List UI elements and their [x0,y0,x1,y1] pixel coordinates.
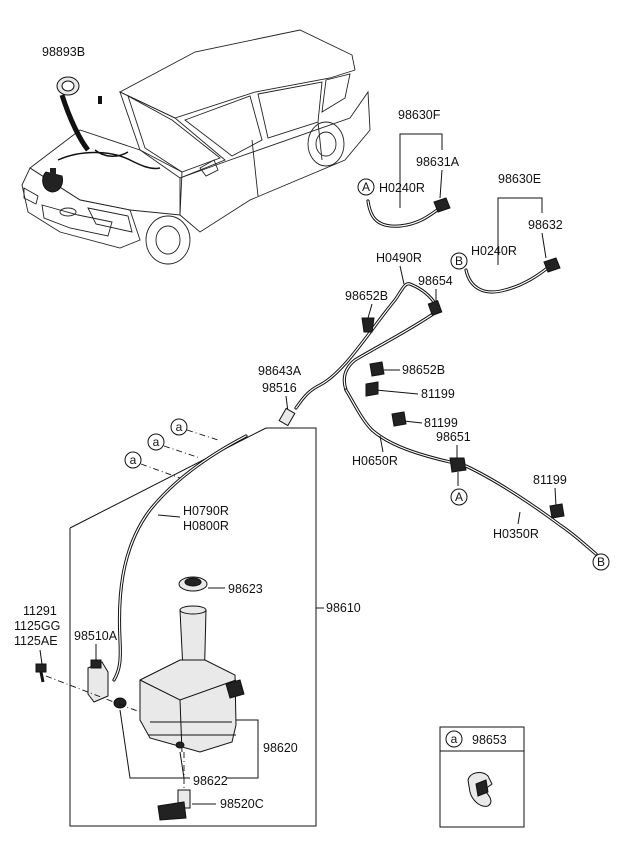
pump-98510a [87,659,109,703]
label-98654: 98654 [418,274,453,288]
label-98610: 98610 [326,601,361,615]
label-81199-3: 81199 [533,473,567,487]
bolt-11291 [35,663,47,683]
label-11291: 11291 [23,604,57,618]
legend-box: a 98653 [439,726,525,828]
svg-text:a: a [176,420,183,434]
callout-a-lower: A [450,488,468,506]
hose-h0490r [294,282,438,410]
check-valve-98516 [278,407,296,427]
hose-h0650r [344,388,452,464]
legend-callout-a [445,730,463,748]
clip-98652b-top [361,317,375,333]
label-98510a: 98510A [74,629,118,643]
hose-h0350r [464,464,598,556]
clip-81199-2 [391,411,407,427]
nozzle-98631a [433,197,451,213]
sensor-98520c [157,789,191,821]
label-98620: 98620 [263,741,298,755]
label-98652b-mid: 98652B [402,363,445,377]
cap-98623 [178,576,208,592]
clip-81199-1 [365,381,379,397]
hose-h0790r [112,434,248,682]
svg-text:A: A [455,490,463,504]
svg-text:B: B [597,555,605,569]
label-81199-2: 81199 [424,416,458,430]
callout-b-lower: B [592,553,610,571]
label-98516: 98516 [262,381,297,395]
label-98630e: 98630E [498,172,541,186]
grommet-98893b [56,76,80,96]
label-1125ae: 1125AE [14,634,58,648]
leader-98630e [497,197,543,265]
label-98632: 98632 [528,218,563,232]
joint-98654 [427,300,443,316]
label-h0490r: H0490R [376,251,422,265]
label-h0790r: H0790R [183,504,229,518]
callout-a-1: a [170,418,188,436]
clip-81199-3 [549,503,565,519]
label-98622: 98622 [193,774,228,788]
nozzle-98632 [543,257,561,273]
label-98520c: 98520C [220,797,264,811]
callout-a-2: a [147,433,165,451]
callout-a-upper: A [357,178,375,196]
label-98643a: 98643A [258,364,302,378]
callout-a-3: a [124,451,142,469]
svg-text:B: B [455,254,463,268]
label-98623: 98623 [228,582,263,596]
label-1125gg: 1125GG [14,619,60,633]
reservoir-98620 [139,605,245,753]
assembly-box-98610 [69,427,317,827]
hose-h0240r-top [366,199,442,228]
car-illustration [21,29,371,265]
label-h0800r: H0800R [183,519,229,533]
label-h0350r: H0350R [493,527,539,541]
svg-text:a: a [451,732,458,746]
svg-text:a: a [130,453,137,467]
clip-98653 [467,772,493,807]
label-98653: 98653 [472,733,507,747]
hose-h0240r-right [464,264,552,294]
t-connector-98651 [449,457,467,486]
label-98630f: 98630F [398,108,441,122]
clip-98652b-mid [369,361,385,377]
label-98651: 98651 [436,430,471,444]
leader-98630f [399,133,443,208]
label-81199-1: 81199 [421,387,455,401]
label-h0650r: H0650R [352,454,398,468]
label-98652b-top: 98652B [345,289,388,303]
svg-text:A: A [362,180,370,194]
label-98631a: 98631A [416,155,460,169]
callout-b-upper: B [450,252,468,270]
svg-text:a: a [153,435,160,449]
label-h0240r-right: H0240R [471,244,517,258]
label-98893b: 98893B [42,45,85,59]
label-h0240r-top: H0240R [379,181,425,195]
